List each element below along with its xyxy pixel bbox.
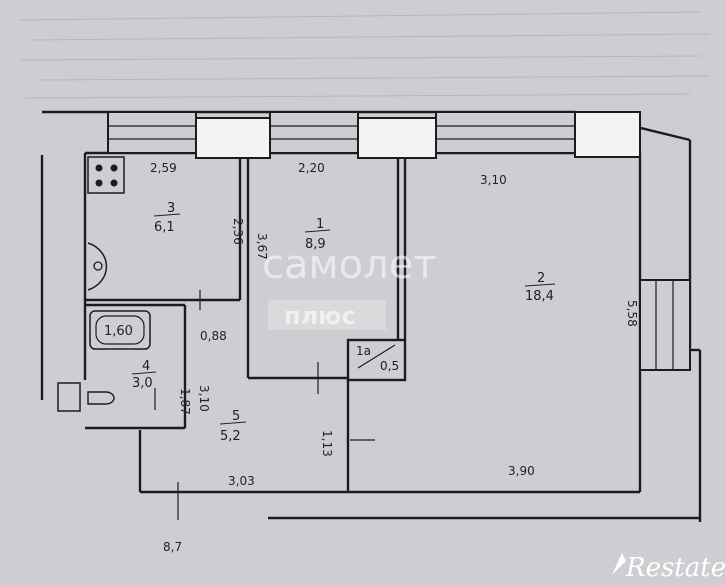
svg-text:2: 2 xyxy=(537,271,545,286)
dim-entrance: 8,7 xyxy=(163,540,182,554)
dim-kitchen-width: 2,59 xyxy=(150,161,177,175)
dim-corridor-width: 0,88 xyxy=(200,329,227,343)
bathtub-icon xyxy=(89,310,151,350)
room-label-4: 4 3,0 xyxy=(131,359,157,391)
dim-passage: 1,13 xyxy=(320,430,334,457)
svg-text:3: 3 xyxy=(167,201,175,216)
room-label-3: 3 6,1 xyxy=(153,201,181,235)
watermark-line1: самолет xyxy=(262,242,437,288)
restate-logo-text: Restate xyxy=(625,553,725,583)
bathtub-size-label: 1,60 xyxy=(104,324,133,339)
door-marks xyxy=(154,290,396,520)
stove-icon xyxy=(87,156,125,194)
toilet-icon xyxy=(57,382,115,412)
dim-room2-bottom: 3,90 xyxy=(508,464,535,478)
dim-hall-depth: 3,10 xyxy=(197,385,211,412)
watermark-box xyxy=(268,300,386,330)
dim-room1-width: 2,20 xyxy=(298,161,325,175)
room-label-1a: 1а 0,5 xyxy=(356,344,399,373)
piers xyxy=(195,111,641,159)
svg-text:5,2: 5,2 xyxy=(220,429,241,444)
svg-text:4: 4 xyxy=(142,359,150,374)
svg-text:18,4: 18,4 xyxy=(525,289,554,304)
sink-icon xyxy=(87,242,108,291)
windows xyxy=(107,111,691,371)
svg-text:5: 5 xyxy=(232,409,240,424)
window-glazing xyxy=(108,125,674,370)
svg-text:1а: 1а xyxy=(356,344,371,358)
svg-text:6,1: 6,1 xyxy=(154,220,175,235)
dim-room2-width: 3,10 xyxy=(480,173,507,187)
room-label-5: 5 5,2 xyxy=(219,409,247,444)
svg-text:3,0: 3,0 xyxy=(132,376,153,391)
dim-room2-depth: 5,58 xyxy=(625,300,639,327)
dim-room1-depth: 3,67 xyxy=(255,233,269,260)
room-label-1: 1 8,9 xyxy=(304,217,331,252)
svg-text:8,9: 8,9 xyxy=(305,237,326,252)
watermark-line2: плюс xyxy=(284,302,356,330)
svg-text:1: 1 xyxy=(316,217,324,232)
walls xyxy=(40,110,702,522)
room-label-2: 2 18,4 xyxy=(524,271,556,304)
svg-text:0,5: 0,5 xyxy=(380,359,399,373)
background-text-lines xyxy=(19,11,711,99)
restate-logo-mark xyxy=(612,553,626,575)
dim-bath-depth: 1,87 xyxy=(178,388,192,415)
dim-kitchen-depth: 2,36 xyxy=(231,218,245,245)
restate-logo: Restate xyxy=(612,553,725,583)
dim-hall-width: 3,03 xyxy=(228,474,255,488)
